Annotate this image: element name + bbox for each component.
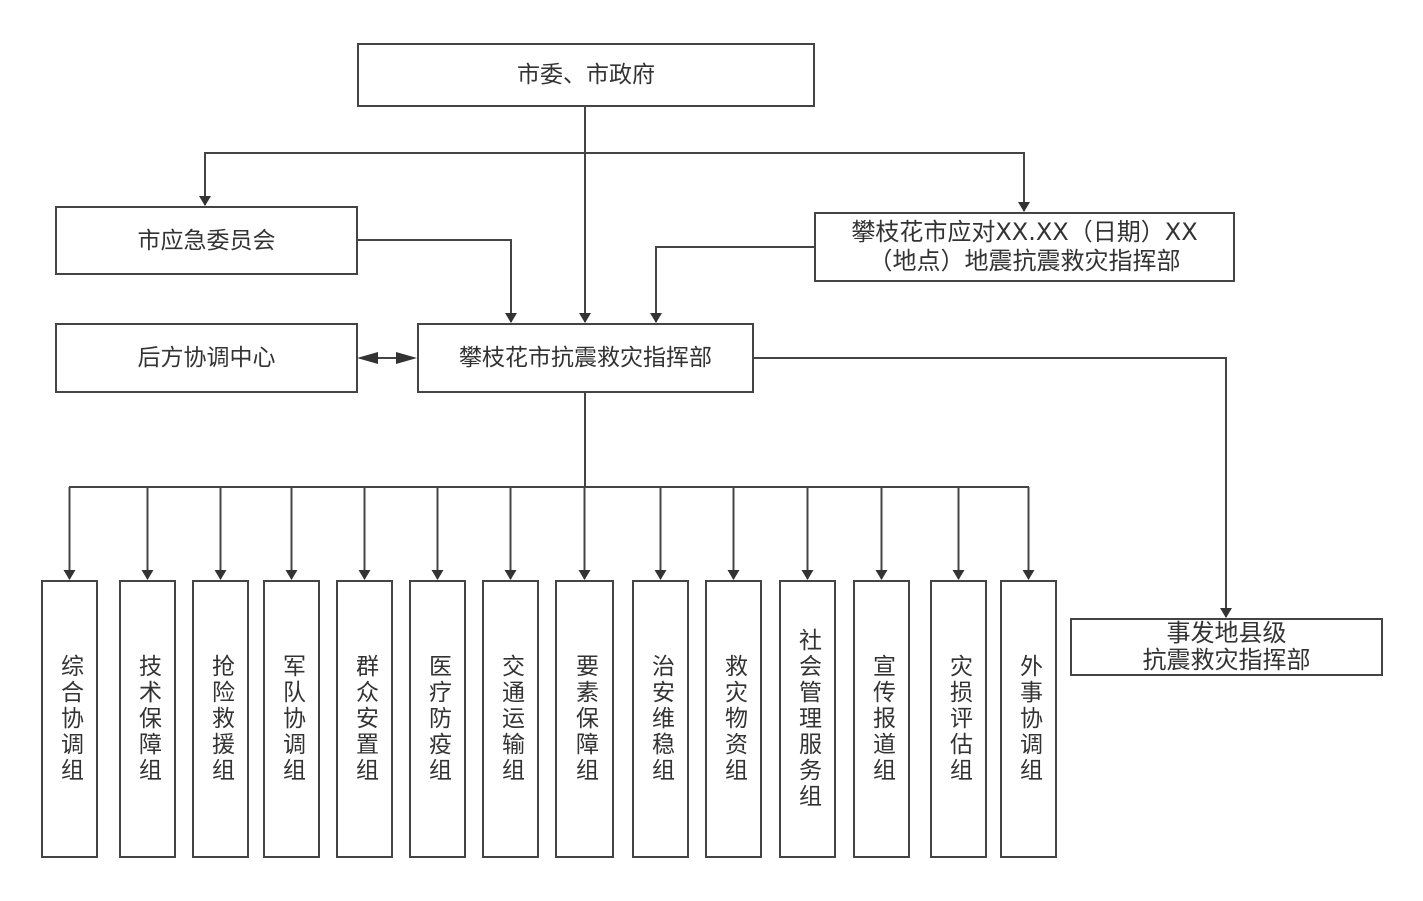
county-hq-line2: 抗震救灾指挥部 [1142, 646, 1311, 674]
main-hq-label: 攀枝花市抗震救灾指挥部 [459, 345, 712, 371]
rear-coordination-center-label: 后方协调中心 [137, 345, 276, 371]
group-box: 外事协调组 [1000, 580, 1057, 858]
group-box: 要素保障组 [555, 580, 614, 858]
specific-hq-line2: （地点）地震抗震救灾指挥部 [868, 247, 1181, 275]
group-label: 医疗防疫组 [424, 654, 451, 784]
group-label: 群众安置组 [351, 654, 378, 784]
group-label: 社会管理服务组 [794, 628, 821, 810]
group-label: 交通运输组 [497, 654, 524, 784]
group-label: 宣传报道组 [868, 654, 895, 784]
emergency-committee-label: 市应急委员会 [137, 227, 276, 254]
group-box: 综合协调组 [41, 580, 98, 858]
county-hq-box: 事发地县级 抗震救灾指挥部 [1070, 618, 1383, 676]
group-label: 军队协调组 [278, 654, 305, 784]
arrow-main-to-county [753, 357, 1232, 618]
city-party-government-label: 市委、市政府 [517, 62, 655, 88]
arrow-specific-to-main [650, 246, 814, 323]
arrow-committee-to-main [357, 239, 517, 323]
group-label: 治安维稳组 [647, 654, 674, 784]
main-hq-box: 攀枝花市抗震救灾指挥部 [417, 323, 754, 393]
group-label: 外事协调组 [1015, 654, 1042, 784]
city-party-government-box: 市委、市政府 [357, 43, 815, 107]
group-box: 社会管理服务组 [779, 580, 836, 858]
group-box: 救灾物资组 [705, 580, 762, 858]
branch-top [204, 152, 1025, 211]
group-label: 综合协调组 [56, 654, 83, 784]
county-hq-line1: 事发地县级 [1166, 619, 1287, 647]
group-label: 救灾物资组 [720, 654, 747, 784]
group-box: 治安维稳组 [632, 580, 689, 858]
group-box: 抢险救援组 [192, 580, 249, 858]
arrow-head-right [396, 352, 417, 364]
group-box: 军队协调组 [263, 580, 320, 858]
group-box: 群众安置组 [336, 580, 393, 858]
emergency-committee-box: 市应急委员会 [55, 206, 358, 275]
group-label: 要素保障组 [571, 654, 598, 784]
group-box: 交通运输组 [482, 580, 539, 858]
group-box: 技术保障组 [119, 580, 176, 858]
group-box: 灾损评估组 [930, 580, 987, 858]
group-label: 抢险救援组 [207, 654, 234, 784]
group-label: 技术保障组 [134, 654, 161, 784]
specific-earthquake-hq-box: 攀枝花市应对XX.XX（日期）XX （地点）地震抗震救灾指挥部 [814, 212, 1235, 282]
arrow-head-left [357, 352, 378, 364]
group-box: 医疗防疫组 [409, 580, 466, 858]
specific-hq-line1: 攀枝花市应对XX.XX（日期）XX [851, 218, 1198, 246]
group-box: 宣传报道组 [853, 580, 910, 858]
rear-coordination-center-box: 后方协调中心 [55, 323, 358, 393]
group-label: 灾损评估组 [945, 654, 972, 784]
